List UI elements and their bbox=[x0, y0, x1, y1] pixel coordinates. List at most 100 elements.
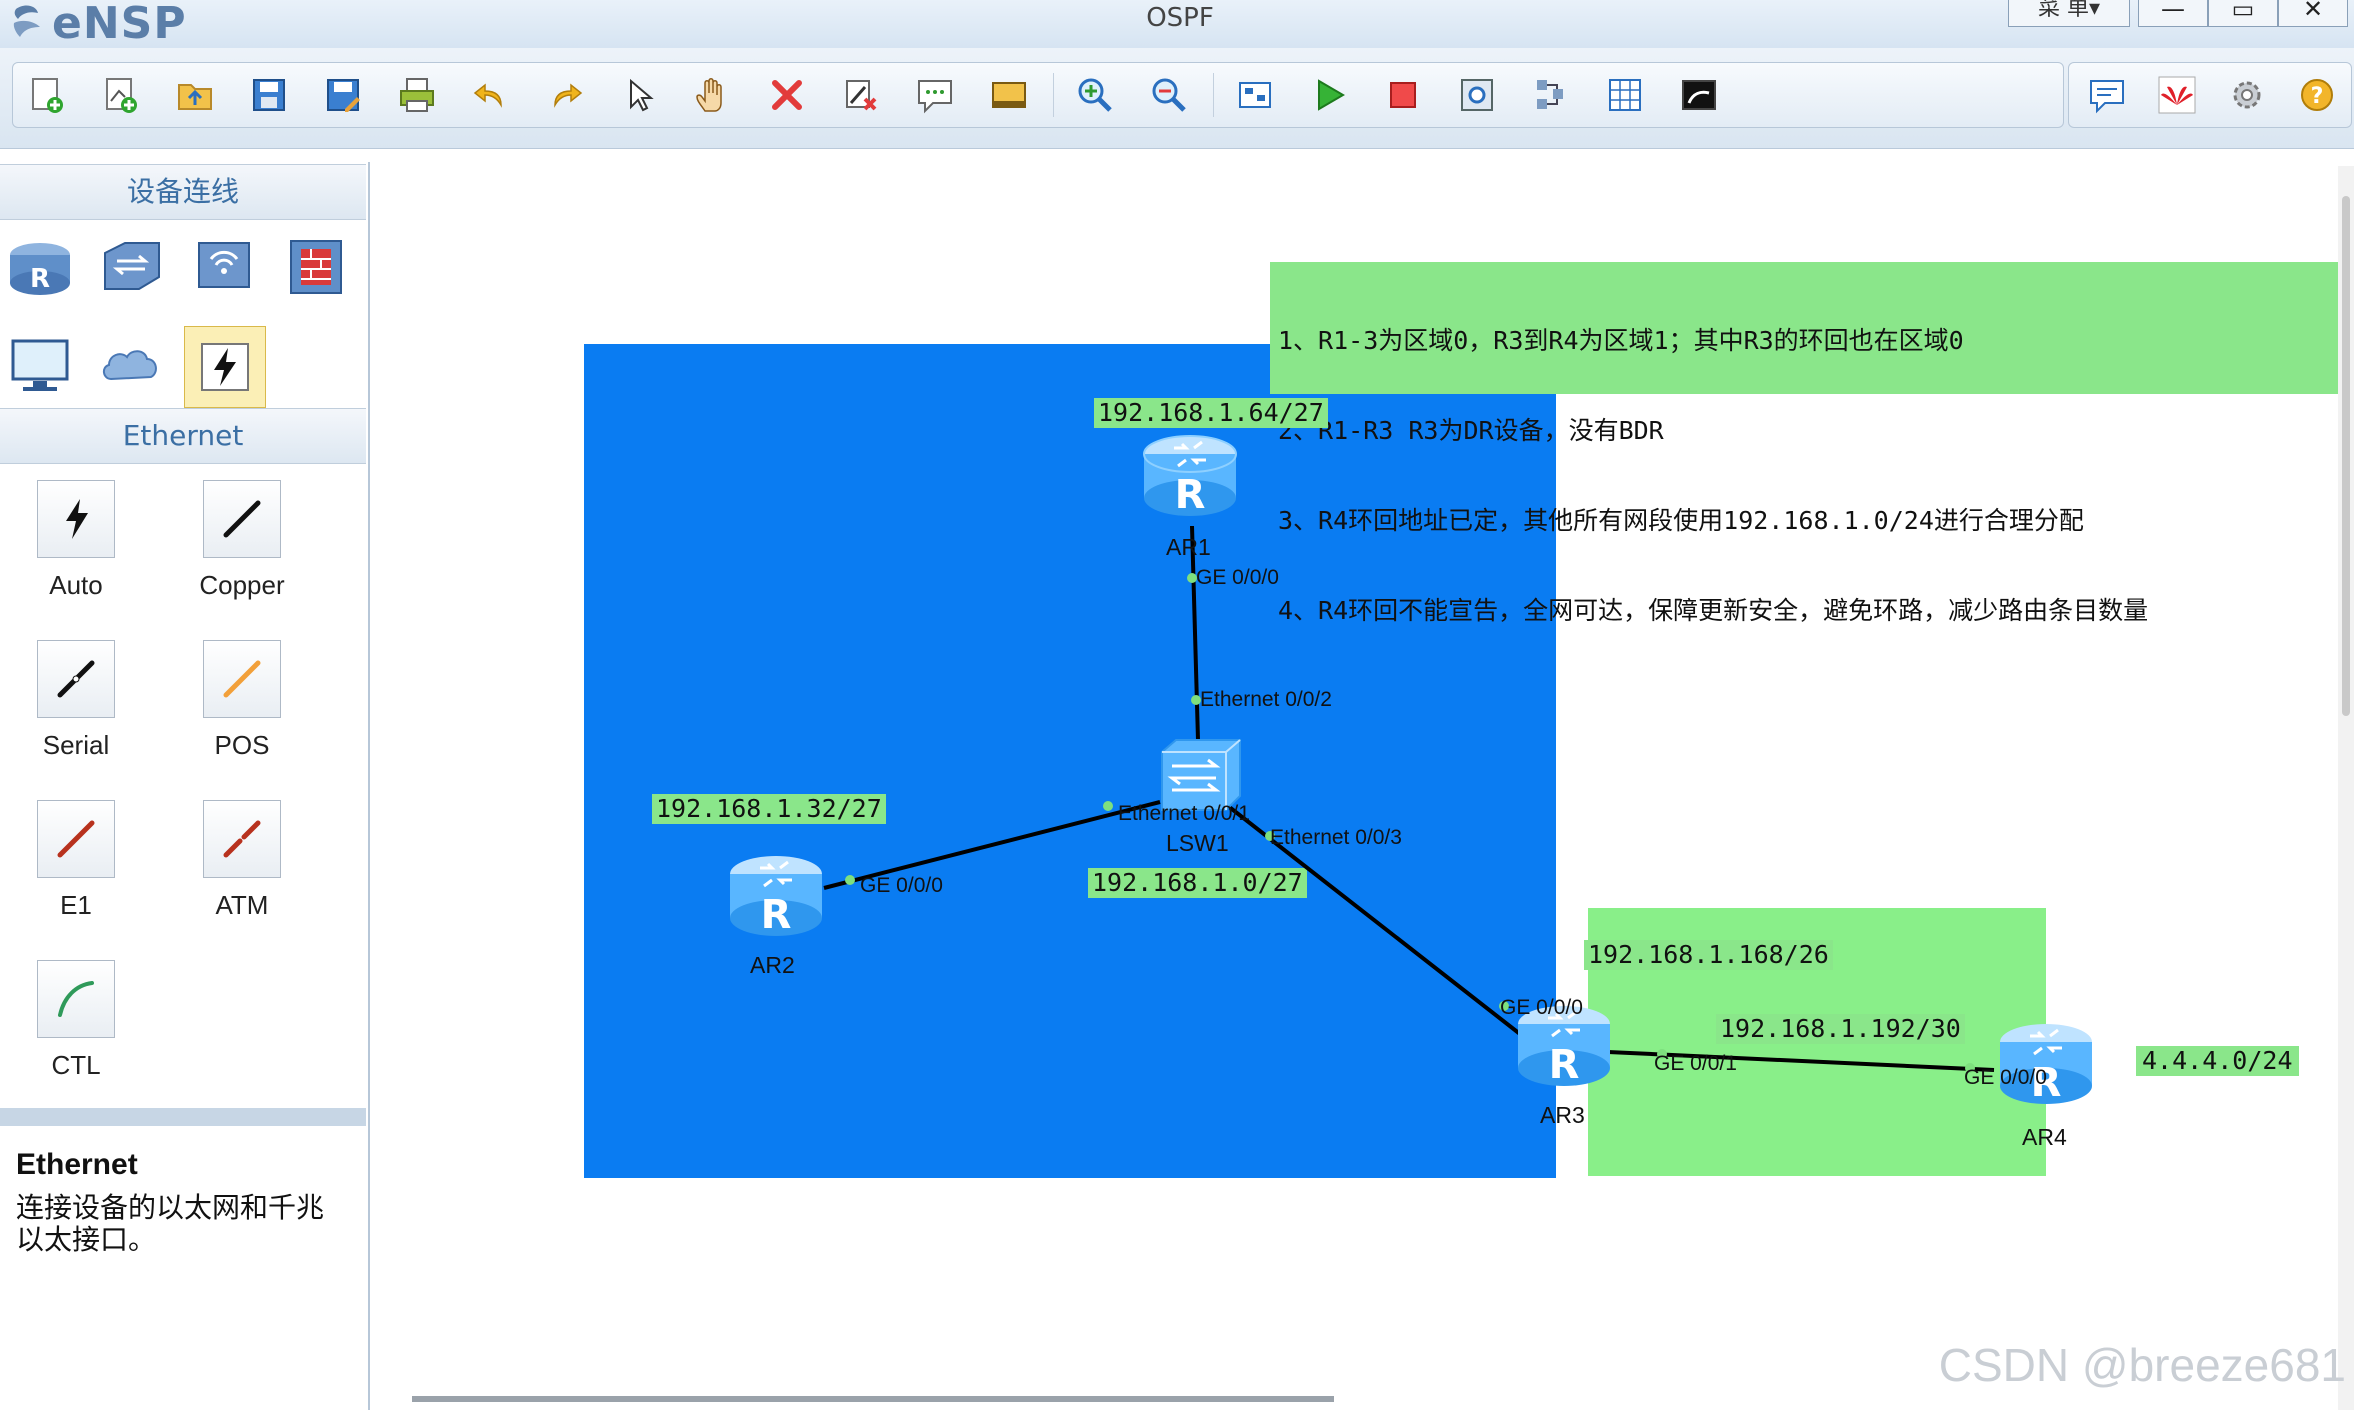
switch-icon[interactable] bbox=[92, 228, 172, 308]
device-name-lsw1: LSW1 bbox=[1166, 830, 1229, 856]
interface-label: Ethernet 0/0/1 bbox=[1118, 802, 1250, 825]
device-panel: 设备连线 R Ethernet Auto Copper Serial bbox=[0, 162, 370, 1410]
subnet-label-ar3[interactable]: 192.168.1.168/26 bbox=[1584, 940, 1833, 970]
area0-zone[interactable] bbox=[584, 344, 1556, 1178]
svg-text:R: R bbox=[2031, 1060, 2062, 1106]
menu-button[interactable]: 菜 单▾ bbox=[2008, 0, 2130, 27]
serial-cable-icon bbox=[37, 640, 115, 718]
new-topology-icon[interactable] bbox=[21, 69, 73, 121]
pc-icon[interactable] bbox=[0, 326, 80, 406]
cable-label: POS bbox=[214, 730, 270, 760]
undo-icon[interactable] bbox=[465, 69, 517, 121]
help-icon[interactable]: ? bbox=[2291, 69, 2343, 121]
new-lab-icon[interactable] bbox=[95, 69, 147, 121]
vertical-scrollbar[interactable] bbox=[2338, 166, 2354, 1410]
close-button[interactable]: ✕ bbox=[2278, 0, 2348, 27]
toolbar: ? bbox=[0, 48, 2354, 149]
router-ar3-icon[interactable]: R bbox=[1514, 1000, 1614, 1096]
save-as-icon[interactable] bbox=[317, 69, 369, 121]
delete-link-icon[interactable] bbox=[835, 69, 887, 121]
svg-text:R: R bbox=[761, 892, 792, 938]
start-icon[interactable] bbox=[1303, 69, 1355, 121]
cable-pos[interactable]: POS bbox=[182, 640, 302, 790]
router-ar2-icon[interactable]: R bbox=[726, 850, 826, 946]
requirement-line: 3、R4环回地址已定，其他所有网段使用192.168.1.0/24进行合理分配 bbox=[1278, 506, 2084, 535]
requirement-line: 2、R1-R3 R3为DR设备，没有BDR bbox=[1278, 416, 1664, 445]
ctl-cable-icon bbox=[37, 960, 115, 1038]
capture-icon[interactable] bbox=[1451, 69, 1503, 121]
subnet-label-ar4-loopback[interactable]: 4.4.4.0/24 bbox=[2136, 1046, 2299, 1076]
device-panel-header: 设备连线 bbox=[0, 164, 366, 220]
huawei-icon[interactable] bbox=[2151, 69, 2203, 121]
ensp-logo-icon bbox=[13, 5, 40, 37]
requirements-note[interactable]: 1、R1-3为区域0，R3到R4为区域1；其中R3的环回也在区域0 2、R1-R… bbox=[1270, 262, 2338, 625]
title-bar: eNSP OSPF 菜 单▾ — ▭ ✕ bbox=[0, 0, 2354, 49]
requirement-line: 4、R4环回不能宣告，全网可达，保障更新安全，避免环路，减少路由条目数量 bbox=[1278, 596, 2149, 625]
device-name-ar3: AR3 bbox=[1540, 1102, 1585, 1128]
app-name: eNSP bbox=[52, 0, 187, 49]
wireless-icon[interactable] bbox=[184, 228, 264, 308]
minimize-button[interactable]: — bbox=[2138, 0, 2208, 27]
router-ar1-icon[interactable]: R bbox=[1140, 430, 1240, 526]
device-name-ar1: AR1 bbox=[1166, 534, 1211, 560]
forum-icon[interactable] bbox=[2081, 69, 2133, 121]
cable-label: Auto bbox=[49, 570, 103, 600]
cable-copper[interactable]: Copper bbox=[182, 480, 302, 630]
atm-cable-icon bbox=[203, 800, 281, 878]
svg-text:R: R bbox=[30, 264, 50, 294]
save-icon[interactable] bbox=[243, 69, 295, 121]
switch-lsw1-icon[interactable] bbox=[1156, 734, 1248, 820]
cloud-icon[interactable] bbox=[92, 326, 172, 406]
maximize-button[interactable]: ▭ bbox=[2208, 0, 2278, 27]
terminal-icon[interactable] bbox=[1673, 69, 1725, 121]
topology-icon[interactable] bbox=[1525, 69, 1577, 121]
firewall-icon[interactable] bbox=[276, 228, 356, 308]
interface-label: GE 0/0/0 bbox=[1964, 1066, 2047, 1089]
requirement-line: 1、R1-3为区域0，R3到R4为区域1；其中R3的环回也在区域0 bbox=[1278, 326, 1964, 355]
grid-icon[interactable] bbox=[1599, 69, 1651, 121]
connection-icon[interactable] bbox=[184, 326, 266, 408]
pan-hand-icon[interactable] bbox=[687, 69, 739, 121]
delete-icon[interactable] bbox=[761, 69, 813, 121]
open-icon[interactable] bbox=[169, 69, 221, 121]
select-icon[interactable] bbox=[613, 69, 665, 121]
settings-icon[interactable] bbox=[2221, 69, 2273, 121]
e1-cable-icon bbox=[37, 800, 115, 878]
interface-label: GE 0/0/0 bbox=[1500, 996, 1583, 1019]
cable-serial[interactable]: Serial bbox=[16, 640, 136, 790]
interface-label: GE 0/0/1 bbox=[1654, 1052, 1737, 1075]
zoom-in-icon[interactable] bbox=[1069, 69, 1121, 121]
subnet-label-lsw1[interactable]: 192.168.1.0/27 bbox=[1088, 868, 1307, 898]
palette-icon[interactable] bbox=[983, 69, 1035, 121]
panel-divider[interactable] bbox=[0, 1108, 366, 1126]
cable-label: Serial bbox=[42, 730, 110, 760]
router-ar4-icon[interactable]: R bbox=[1996, 1018, 2096, 1114]
router-icon[interactable]: R bbox=[0, 228, 80, 308]
cable-section-header: Ethernet bbox=[0, 408, 366, 464]
copper-cable-icon bbox=[203, 480, 281, 558]
horizontal-scrollbar[interactable] bbox=[412, 1396, 1334, 1402]
interface-label: Ethernet 0/0/2 bbox=[1200, 688, 1332, 711]
cable-label: CTL bbox=[51, 1050, 101, 1080]
redo-icon[interactable] bbox=[539, 69, 591, 121]
subnet-label-ar2[interactable]: 192.168.1.32/27 bbox=[652, 794, 886, 824]
topology-canvas[interactable]: 1、R1-3为区域0，R3到R4为区域1；其中R3的环回也在区域0 2、R1-R… bbox=[380, 166, 2340, 1410]
cable-label: Copper bbox=[199, 570, 285, 600]
print-icon[interactable] bbox=[391, 69, 443, 121]
vertical-scroll-thumb[interactable] bbox=[2342, 196, 2350, 716]
cable-ctl[interactable]: CTL bbox=[16, 960, 136, 1110]
cable-atm[interactable]: ATM bbox=[182, 800, 302, 950]
cable-auto[interactable]: Auto bbox=[16, 480, 136, 630]
auto-cable-icon bbox=[37, 480, 115, 558]
cable-e1[interactable]: E1 bbox=[16, 800, 136, 950]
stop-icon[interactable] bbox=[1377, 69, 1429, 121]
subnet-label-ar1[interactable]: 192.168.1.64/27 bbox=[1094, 398, 1328, 428]
fit-view-icon[interactable] bbox=[1229, 69, 1281, 121]
link-ar3-ar4 bbox=[1607, 1050, 1995, 1072]
zoom-out-icon[interactable] bbox=[1143, 69, 1195, 121]
cable-label: E1 bbox=[60, 890, 92, 920]
subnet-label-link[interactable]: 192.168.1.192/30 bbox=[1716, 1014, 1965, 1044]
device-name-ar2: AR2 bbox=[750, 952, 795, 978]
text-note-icon[interactable] bbox=[909, 69, 961, 121]
window-title: OSPF bbox=[1146, 3, 1214, 33]
